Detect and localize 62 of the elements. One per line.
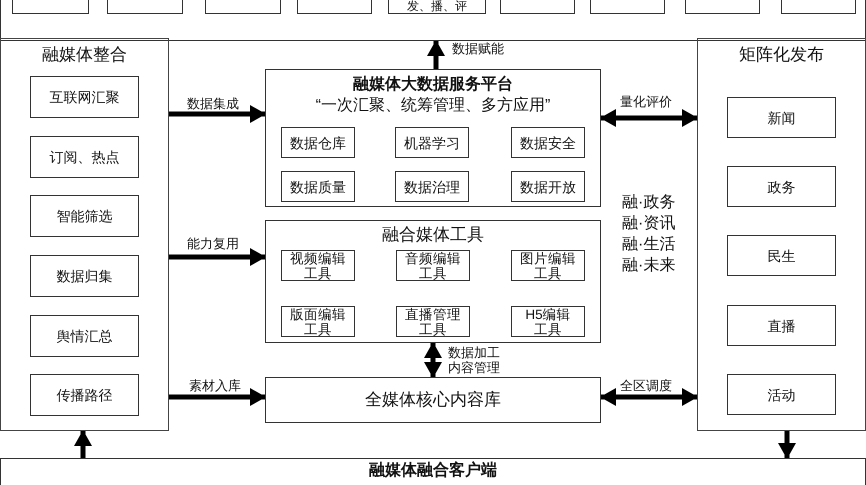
process-box: 新闻 (727, 97, 836, 138)
client-bar: 融媒体融合客户端 (0, 458, 866, 485)
arrow (74, 430, 92, 458)
panel (0, 38, 169, 431)
platform-box (265, 69, 601, 207)
slogan-text: 融·政务 (622, 193, 676, 213)
process-box: 数据归集 (30, 255, 139, 297)
empty-box (500, 0, 575, 14)
arrow (600, 388, 698, 406)
edge-label: 量化评价 (620, 94, 672, 109)
empty-box (297, 0, 372, 14)
arrow (778, 431, 796, 459)
process-box: 机器学习 (395, 127, 469, 158)
process-box: 舆情汇总 (30, 315, 139, 357)
process-box: 智能筛选 (30, 195, 139, 237)
box-subtitle: “一次汇聚、统筹管理、多方应用” (314, 96, 552, 116)
process-box: 数据安全 (511, 127, 585, 158)
process-box: 直播 (727, 305, 836, 346)
process-box: 数据治理 (395, 171, 469, 202)
empty-box (107, 0, 183, 14)
edge-label: 全区调度 (620, 378, 672, 393)
process-box: 活动 (727, 374, 836, 415)
slogan-text: 融·生活 (622, 235, 676, 255)
process-box: 全媒体核心内容库 (265, 377, 601, 423)
process-box: 音频编辑工具 (396, 250, 470, 281)
process-box: 视频编辑工具 (281, 250, 355, 281)
slogan-text: 融·资讯 (622, 214, 676, 234)
arrow (427, 40, 445, 69)
arrow (600, 109, 698, 127)
tools-box (265, 220, 601, 343)
edge-label: 数据集成 (187, 96, 239, 111)
empty-box (781, 0, 856, 14)
process-box: 互联网汇聚 (30, 76, 139, 118)
empty-box (12, 0, 89, 14)
edge-label: 素材入库 (189, 378, 241, 393)
process-box: 图片编辑工具 (511, 250, 585, 281)
process-box: 数据仓库 (281, 127, 355, 158)
box-title: 矩阵化发布 (738, 45, 825, 64)
empty-box (685, 0, 760, 14)
process-box: 版面编辑工具 (281, 306, 355, 337)
arrow (424, 342, 442, 378)
arrow (169, 388, 266, 406)
process-box: 发、播、评 (388, 0, 486, 14)
process-box: 数据质量 (281, 171, 355, 202)
edge-label: 数据赋能 (452, 41, 504, 56)
process-box: 订阅、热点 (30, 136, 139, 178)
process-box: 数据开放 (511, 171, 585, 202)
process-box: 民生 (727, 235, 836, 276)
box-title: 融媒体大数据服务平台 (352, 76, 514, 94)
box-title: 融合媒体工具 (381, 225, 485, 245)
process-box: 传播路径 (30, 374, 139, 416)
empty-box (590, 0, 665, 14)
slogan-text: 融·未来 (622, 256, 676, 276)
empty-box (205, 0, 281, 14)
arrow (169, 248, 266, 266)
process-box: H5编辑工具 (511, 306, 585, 337)
process-box: 政务 (727, 166, 836, 207)
edge-label: 能力复用 (187, 236, 239, 251)
arrow (169, 105, 266, 123)
process-box: 直播管理工具 (396, 306, 470, 337)
box-title: 融媒体整合 (41, 45, 128, 64)
panel (697, 38, 866, 431)
